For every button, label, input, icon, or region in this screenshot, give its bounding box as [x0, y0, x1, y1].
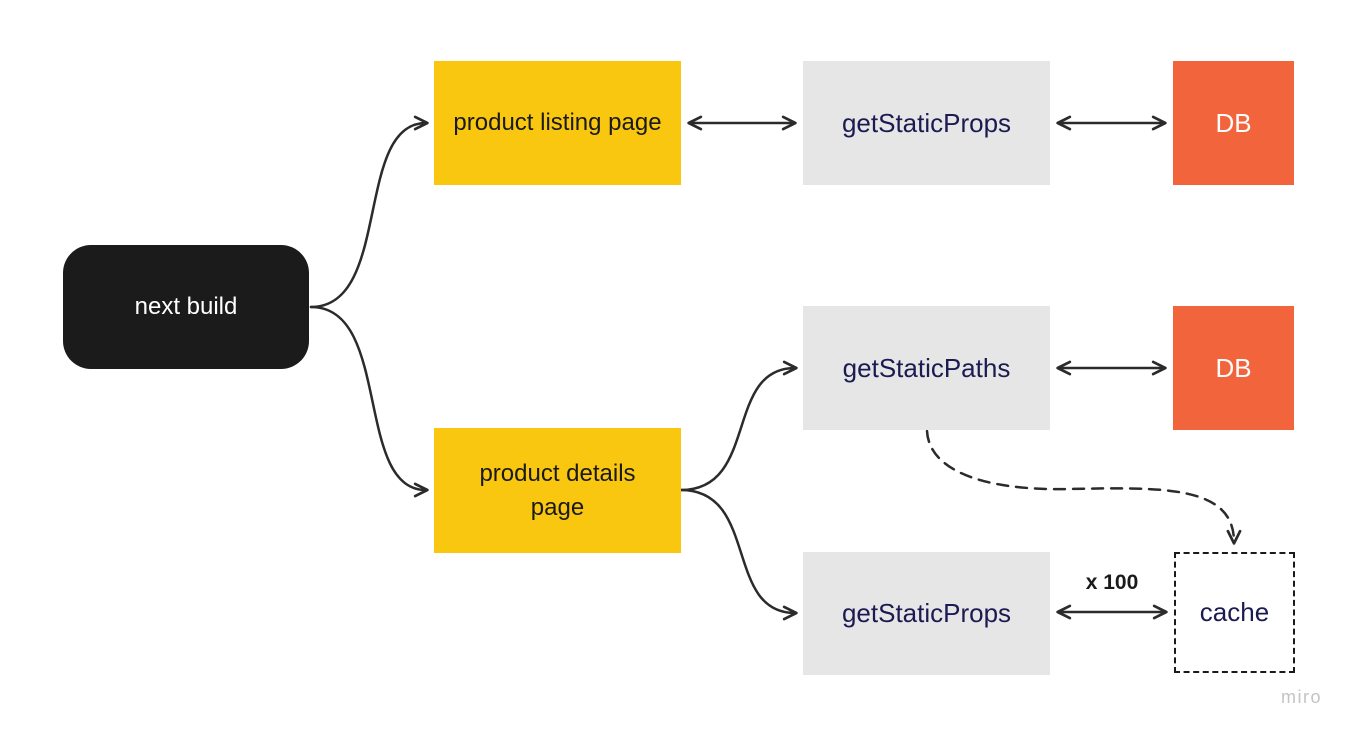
- edge-label-x100: x 100: [1085, 571, 1139, 594]
- node-getstaticpaths[interactable]: getStaticPaths: [803, 306, 1050, 430]
- node-label: DB: [1215, 352, 1252, 383]
- connector-nextbuild-to-product-details: [309, 305, 429, 498]
- node-label: product details page: [479, 459, 636, 521]
- node-label: product listing page: [453, 109, 662, 137]
- node-label: getStaticProps: [841, 107, 1012, 138]
- node-label: getStaticPaths: [842, 352, 1011, 383]
- node-label: next build: [134, 293, 238, 320]
- connector-product-details-to-getstaticpaths: [679, 360, 798, 492]
- node-next-build[interactable]: next build: [63, 245, 309, 369]
- connector-product-details-to-getstaticprops: [679, 488, 798, 621]
- node-label: getStaticProps: [841, 598, 1012, 628]
- node-db-mid[interactable]: DB: [1173, 306, 1294, 430]
- node-label: cache: [1199, 597, 1270, 627]
- node-getstaticprops-top[interactable]: getStaticProps: [803, 61, 1050, 185]
- node-product-listing-page[interactable]: product listing page: [434, 61, 681, 185]
- miro-watermark: miro: [1281, 687, 1322, 707]
- node-cache[interactable]: cache: [1174, 552, 1295, 673]
- node-getstaticprops-bottom[interactable]: getStaticProps: [803, 552, 1050, 675]
- connector-nextbuild-to-product-listing: [309, 115, 429, 309]
- node-product-details-page[interactable]: product details page: [434, 428, 681, 553]
- node-db-top[interactable]: DB: [1173, 61, 1294, 185]
- connector-getstaticpaths-to-cache-dashed: [925, 429, 1242, 545]
- node-label: DB: [1215, 107, 1252, 138]
